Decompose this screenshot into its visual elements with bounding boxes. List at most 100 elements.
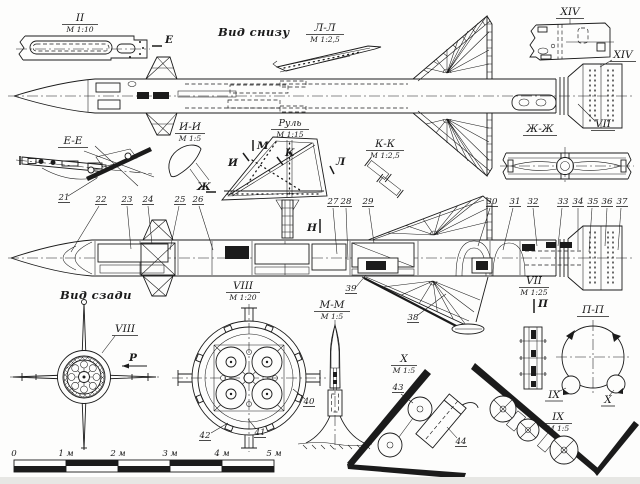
- svg-text:41: 41: [254, 428, 266, 438]
- wing-spar: [363, 277, 463, 330]
- kk-label: К-К: [374, 138, 396, 150]
- svg-text:25: 25: [174, 195, 186, 205]
- canard-fins: [145, 56, 178, 136]
- break-line: [529, 24, 537, 58]
- vii-label: VII: [526, 275, 543, 287]
- fairing-circle: [561, 375, 581, 395]
- ix-pointer-label: IX: [547, 389, 560, 401]
- rear-view-title: Вид сзади: [59, 288, 132, 302]
- rear-view: Вид сзади VIII Р: [10, 288, 160, 452]
- x-pointer-label: X: [603, 394, 612, 406]
- svg-text:26: 26: [192, 195, 204, 205]
- fitting-circle: [407, 396, 433, 422]
- marker-l: Л: [335, 156, 346, 168]
- scale-tick-4: 4 м: [213, 449, 229, 459]
- svg-text:27: 27: [327, 197, 339, 207]
- scale-tick-2: 2 м: [109, 449, 125, 459]
- ring-clips: [195, 324, 303, 432]
- viii-scale: М 1:20: [228, 293, 256, 302]
- section-kk: К-К М 1:2,5: [364, 138, 404, 199]
- pp-label: П-П: [581, 304, 605, 316]
- fitting-circle: [377, 432, 403, 458]
- svg-text:23: 23: [121, 195, 133, 205]
- callout-21: 21: [58, 177, 98, 203]
- kk-scale: М 1:2,5: [369, 151, 400, 160]
- detail-part2-scale: М 1:10: [65, 25, 93, 34]
- section-ee: Е-Е: [15, 135, 155, 187]
- detail-part2-label: II: [75, 12, 85, 24]
- scale-bar: 0 1 м 2 м 3 м 4 м 5 м: [11, 449, 282, 473]
- callout-23: 23: [121, 195, 133, 250]
- callout-37: 37: [616, 197, 628, 251]
- detail-viii: VIII М 1:20: [172, 280, 326, 452]
- wing-edge-blade: [347, 464, 466, 479]
- svg-text:31: 31: [510, 197, 521, 207]
- ii-label: И-И: [178, 121, 202, 133]
- wing-upper: [412, 15, 493, 82]
- callout-38: 38: [407, 293, 447, 323]
- scale-tick-5: 5 м: [266, 449, 281, 459]
- wing-edge-blade: [347, 369, 431, 467]
- callout-33: 33: [557, 197, 569, 247]
- ix-label: IX: [551, 411, 564, 423]
- marker-k: К: [284, 147, 295, 159]
- section-mm: М-М М 1:5: [297, 299, 373, 452]
- detail-x: X М 1:5: [347, 353, 479, 479]
- viii-label: VIII: [233, 280, 254, 292]
- callout-31: 31: [502, 197, 521, 251]
- missile-cutaway-view: Н: [8, 195, 632, 335]
- callout-42: 42: [199, 422, 229, 441]
- vii-tail-label: VII: [595, 118, 612, 130]
- section-ii: И-И М 1:5: [168, 121, 210, 184]
- bottom-view-title: Вид снизу: [217, 25, 290, 39]
- callout-27: 27: [327, 197, 339, 255]
- callout-25: 25: [169, 195, 186, 251]
- svg-text:29: 29: [362, 197, 374, 207]
- section-pp: П-П IX X: [545, 304, 630, 407]
- xiv-tail-label: XIV: [612, 49, 634, 61]
- rudder-scale: М 1:15: [275, 130, 303, 139]
- detail-xiv: XIV: [529, 6, 614, 61]
- callout-39: 39: [345, 274, 367, 294]
- marker-r: Р: [128, 352, 138, 364]
- scan-edge: [0, 477, 640, 484]
- marker-m: М: [256, 140, 269, 152]
- svg-text:44: 44: [455, 437, 467, 447]
- wing-edge-blade: [594, 421, 639, 476]
- section-ll: Л-Л М 1:2,5: [272, 22, 382, 73]
- wing-lower: [412, 110, 493, 177]
- scale-tick-3: 3 м: [162, 449, 177, 459]
- callout-36: 36: [601, 197, 613, 247]
- svg-text:37: 37: [617, 197, 628, 207]
- svg-text:30: 30: [487, 197, 498, 207]
- canard-fins: [142, 219, 174, 297]
- svg-text:35: 35: [588, 197, 599, 207]
- break-line: [18, 35, 26, 61]
- actuator-box: [415, 393, 479, 449]
- x-label: X: [399, 353, 408, 365]
- x-scale: М 1:5: [392, 366, 416, 375]
- svg-text:36: 36: [602, 197, 613, 207]
- svg-text:43: 43: [392, 383, 404, 393]
- scale-tick-0: 0: [11, 449, 17, 459]
- section-marker-e: Е: [152, 34, 174, 47]
- callout-24: 24: [142, 195, 154, 245]
- svg-text:34: 34: [573, 197, 584, 207]
- marker-p: П: [537, 298, 549, 310]
- svg-text:40: 40: [303, 397, 315, 407]
- svg-text:28: 28: [340, 197, 352, 207]
- rudder-detail: Руль М 1:15 М И К Л Ж: [196, 118, 346, 239]
- callout-43: 43: [392, 383, 414, 404]
- wing-spokes: [387, 195, 489, 236]
- svg-text:21: 21: [58, 193, 70, 203]
- callout-29: 29: [362, 197, 375, 244]
- wing-lower: [361, 276, 489, 335]
- xiv-detail-label: XIV: [559, 6, 581, 18]
- nose-bulkheads: [62, 241, 93, 275]
- nozzles: [215, 346, 283, 410]
- missile-bottom-view: Вид снизу: [8, 15, 632, 177]
- callout-34: 34: [572, 197, 584, 250]
- callouts: 21 22 23 24 25 26 27 28 29 30 31 32 33 3…: [58, 177, 628, 447]
- scale-tick-1: 1 м: [58, 449, 73, 459]
